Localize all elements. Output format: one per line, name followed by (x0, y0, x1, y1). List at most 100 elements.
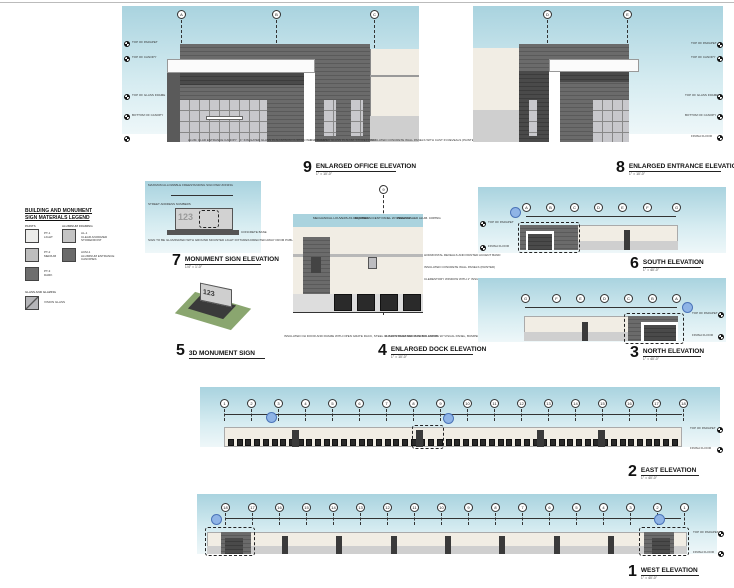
grid-bubble: A (672, 294, 681, 303)
office-entry (528, 234, 552, 250)
dock-door (497, 439, 504, 446)
swatch-al1 (62, 229, 76, 243)
grid-bubble: G (521, 294, 530, 303)
grid-line (684, 513, 685, 525)
door (391, 536, 397, 554)
grid-bubble: 12 (517, 399, 526, 408)
dock-door (628, 439, 635, 446)
level-marker-icon (124, 41, 130, 47)
grid-bubble: 6 (355, 399, 364, 408)
grid-bubble: D (600, 294, 609, 303)
grid-line (359, 409, 360, 421)
curtain-wall-glass (593, 100, 629, 142)
section-callout-icon[interactable] (682, 302, 693, 313)
grid-bubble: 16 (625, 399, 634, 408)
note: INSULATED OH DOOR AND FRAME WITH OPEN GR… (284, 334, 438, 338)
dock-door (462, 439, 469, 446)
grid-line (251, 409, 252, 421)
grid-bubble: 17 (652, 399, 661, 408)
accent-panel (537, 430, 544, 447)
grid-bubble: 7 (518, 503, 527, 512)
section-callout-icon[interactable] (211, 514, 222, 525)
section-callout-icon[interactable] (443, 413, 454, 424)
dock-door (271, 439, 278, 446)
dimension-line (225, 518, 681, 519)
section-callout-icon[interactable] (266, 412, 277, 423)
level-label: FINISH FLOOR (488, 244, 510, 248)
grid-bubble: 18 (221, 503, 230, 512)
note: PRE-FINISHED ALUM. COPING (397, 216, 441, 220)
office-entry (652, 538, 670, 554)
level-label: TOP OF GLASS FRAME (685, 93, 719, 97)
dock-door (262, 439, 269, 446)
grid-line (413, 409, 414, 421)
grid-bubble: 18 (679, 399, 688, 408)
grid-bubble: 15 (302, 503, 311, 512)
grid-bubble: 15 (598, 399, 607, 408)
level-label: TOP OF PARAPET (488, 220, 514, 224)
grid-line (387, 513, 388, 525)
level-label: BOTTOM OF CANOPY (132, 113, 164, 117)
dark-accent-band (180, 73, 305, 85)
grid-line (374, 20, 375, 48)
dock-door (445, 439, 452, 446)
grid-line (547, 20, 548, 48)
level-label: FINISH FLOOR (693, 550, 715, 554)
dock-door (515, 439, 522, 446)
dimension-line (526, 216, 676, 217)
grid-bubble-e: E (623, 10, 632, 19)
grid-line (441, 513, 442, 525)
grid-bubble: A (522, 203, 531, 212)
note: 1" INSULATED GLASS IN ALUM. STOREFRONT (310, 138, 377, 142)
materials-legend: BUILDING AND MONUMENT SIGN MATERIALS LEG… (25, 208, 120, 310)
level-label: TOP OF CANOPY (132, 55, 157, 59)
dock-door (358, 439, 365, 446)
dock-door (558, 439, 565, 446)
dock-door (280, 439, 287, 446)
storefront-glass (529, 100, 537, 136)
white-pier (304, 73, 315, 142)
level-label: TOP OF PARAPET (692, 311, 718, 315)
grid-bubble: 5 (572, 503, 581, 512)
grid-bubble: F (643, 203, 652, 212)
grid-bubble: 3 (274, 399, 283, 408)
dock-door (567, 439, 574, 446)
swatch-pt3 (25, 267, 39, 281)
office-entry (225, 538, 243, 554)
accent-band (293, 254, 423, 257)
swatch-pt1 (25, 229, 39, 243)
legend-paints-header: PAINTS (25, 224, 36, 228)
dock-door (671, 439, 678, 446)
level-marker-icon (480, 245, 486, 251)
entrance-elevation-drawing: D E TOP OF PARAPET TOP OF CANOPY TOP OF … (473, 6, 723, 142)
grid-line (360, 513, 361, 525)
note: SIGN TO BE ILLUMINATED WITH GROUND MOUNT… (148, 238, 308, 242)
entrance-canopy (167, 59, 315, 73)
section-callout-icon[interactable] (654, 514, 665, 525)
monument-sign-drawing: MAXIMUM ALLOWABLE FREESTANDING SIGN PER … (145, 181, 307, 253)
level-marker-icon (717, 447, 723, 453)
grid-line (575, 409, 576, 421)
level-label: FINISH FLOOR (691, 134, 713, 138)
grid-bubble: 9 (436, 399, 445, 408)
note: CONCRETE BASE (241, 230, 267, 234)
alum-clad-canopy (206, 116, 243, 120)
office-elevation-drawing: A B C TOP OF PARAPET TOP OF CANOPY TOP O… (122, 6, 419, 142)
grid-line (278, 409, 279, 421)
grid-bubble: 2 (247, 399, 256, 408)
grid-bubble: G (672, 203, 681, 212)
note: STREET ADDRESS NUMBERS (148, 202, 191, 206)
grid-line (276, 20, 277, 48)
grid-line (683, 409, 684, 421)
grid-line (414, 513, 415, 525)
grid-bubble: 8 (491, 503, 500, 512)
grid-bubble: 6 (545, 503, 554, 512)
section-callout-icon[interactable] (510, 207, 521, 218)
